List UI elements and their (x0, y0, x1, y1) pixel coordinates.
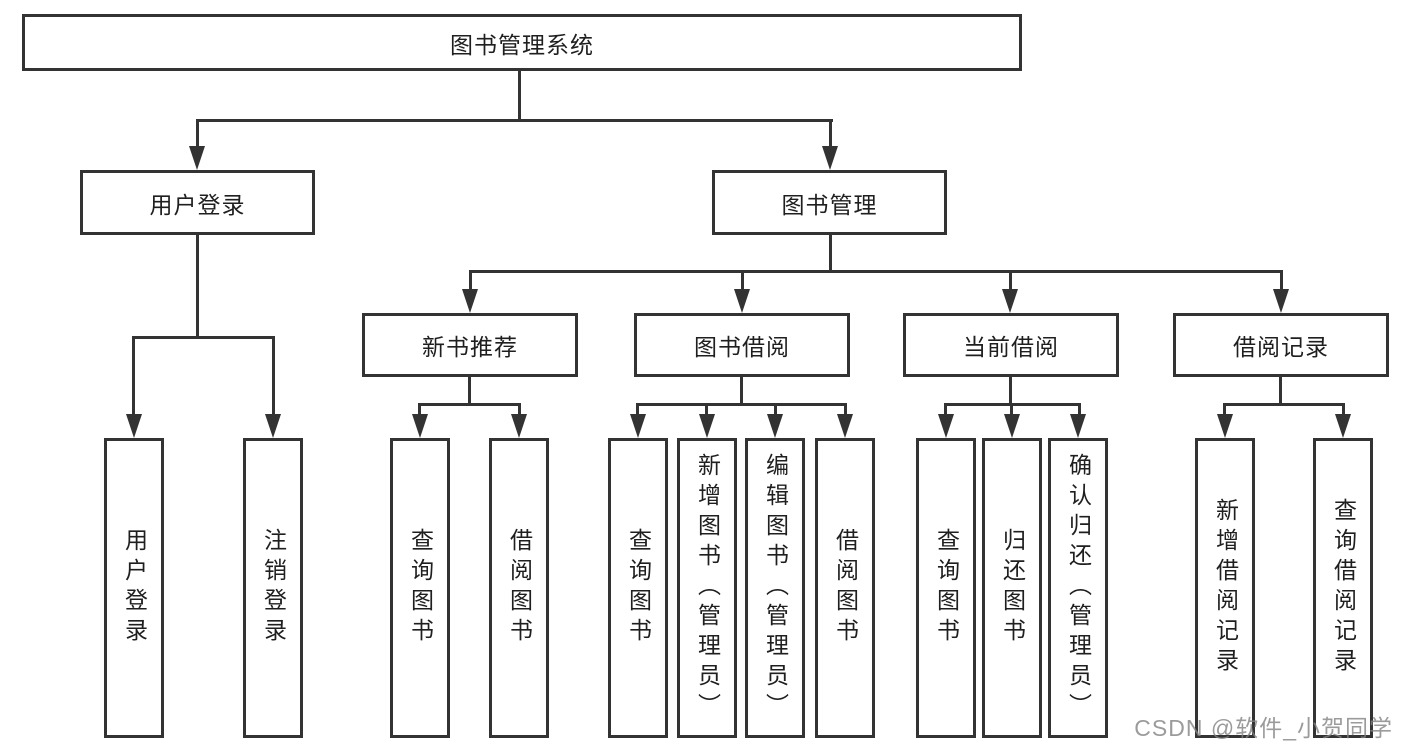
connector-line (636, 403, 639, 419)
arrowhead-icon (1335, 414, 1351, 438)
node-label: 确认归还（管理员） (1065, 453, 1092, 723)
connector-line (1279, 377, 1282, 406)
connector-line (418, 403, 521, 406)
arrowhead-icon (767, 414, 783, 438)
connector-line (469, 270, 472, 294)
node-label: 借阅图书 (832, 528, 859, 648)
node-label: 图书管理 (781, 191, 878, 218)
node-label: 归还图书 (999, 528, 1026, 648)
node-new-book-recommend: 新书推荐 (362, 313, 578, 377)
node-label: 借阅图书 (506, 528, 533, 648)
arrowhead-icon (1002, 289, 1018, 313)
connector-line (636, 403, 847, 406)
connector-line (1223, 403, 1226, 419)
connector-line (1223, 403, 1345, 406)
node-label: 图书管理系统 (450, 31, 594, 58)
node-leaf-records-add: 新增借阅记录 (1195, 438, 1255, 738)
node-label: 借阅记录 (1233, 334, 1329, 360)
connector-line (518, 403, 521, 419)
node-leaf-current-query: 查询图书 (916, 438, 976, 738)
node-label: 新增借阅记录 (1212, 498, 1239, 678)
node-borrow-records: 借阅记录 (1173, 313, 1389, 377)
node-label: 查询图书 (407, 528, 434, 648)
node-label: 用户登录 (149, 191, 246, 218)
arrowhead-icon (1217, 414, 1233, 438)
node-user-login: 用户登录 (80, 170, 315, 235)
node-leaf-records-query: 查询借阅记录 (1313, 438, 1373, 738)
node-leaf-newbook-borrow: 借阅图书 (489, 438, 549, 738)
arrowhead-icon (1004, 414, 1020, 438)
arrowhead-icon (630, 414, 646, 438)
connector-line (196, 119, 199, 151)
node-label: 图书借阅 (694, 334, 790, 360)
connector-line (196, 119, 833, 122)
arrowhead-icon (126, 414, 142, 438)
connector-line (469, 270, 1283, 273)
node-label: 编辑图书（管理员） (762, 453, 789, 723)
connector-line (196, 235, 199, 339)
connector-line (944, 403, 947, 419)
arrowhead-icon (822, 146, 838, 170)
node-label: 新书推荐 (422, 334, 518, 360)
node-leaf-logout: 注销登录 (243, 438, 303, 738)
connector-line (1010, 403, 1013, 419)
arrowhead-icon (1070, 414, 1086, 438)
arrowhead-icon (265, 414, 281, 438)
arrowhead-icon (938, 414, 954, 438)
node-root-library-system: 图书管理系统 (22, 14, 1022, 71)
arrowhead-icon (837, 414, 853, 438)
node-book-management: 图书管理 (712, 170, 947, 235)
node-label: 新增图书（管理员） (694, 453, 721, 723)
arrowhead-icon (412, 414, 428, 438)
node-label: 查询图书 (625, 528, 652, 648)
node-leaf-current-return: 归还图书 (982, 438, 1042, 738)
connector-line (1009, 377, 1012, 406)
node-label: 注销登录 (260, 528, 287, 648)
connector-line (1342, 403, 1345, 419)
connector-line (829, 235, 832, 273)
connector-line (132, 336, 275, 339)
arrowhead-icon (511, 414, 527, 438)
node-leaf-borrow-add-admin: 新增图书（管理员） (677, 438, 737, 738)
connector-line (1009, 270, 1012, 294)
connector-line (132, 336, 135, 420)
arrowhead-icon (462, 289, 478, 313)
node-leaf-current-confirm-admin: 确认归还（管理员） (1048, 438, 1108, 738)
node-leaf-borrow-edit-admin: 编辑图书（管理员） (745, 438, 805, 738)
node-label: 用户登录 (121, 528, 148, 648)
node-book-borrow: 图书借阅 (634, 313, 850, 377)
arrowhead-icon (734, 289, 750, 313)
connector-line (1280, 270, 1283, 294)
connector-line (272, 336, 275, 420)
node-leaf-user-login: 用户登录 (104, 438, 164, 738)
node-leaf-borrow-query: 查询图书 (608, 438, 668, 738)
arrowhead-icon (189, 146, 205, 170)
node-current-borrow: 当前借阅 (903, 313, 1119, 377)
connector-line (740, 377, 743, 406)
connector-line (418, 403, 421, 419)
connector-line (705, 403, 708, 419)
arrowhead-icon (699, 414, 715, 438)
connector-line (1078, 403, 1081, 419)
connector-line (741, 270, 744, 294)
node-leaf-newbook-query: 查询图书 (390, 438, 450, 738)
connector-line (518, 70, 521, 122)
connector-line (829, 119, 832, 151)
node-leaf-borrow-borrow: 借阅图书 (815, 438, 875, 738)
connector-line (844, 403, 847, 419)
arrowhead-icon (1273, 289, 1289, 313)
connector-line (468, 377, 471, 406)
node-label: 查询借阅记录 (1330, 498, 1357, 678)
node-label: 当前借阅 (963, 334, 1059, 360)
connector-line (774, 403, 777, 419)
node-label: 查询图书 (933, 528, 960, 648)
